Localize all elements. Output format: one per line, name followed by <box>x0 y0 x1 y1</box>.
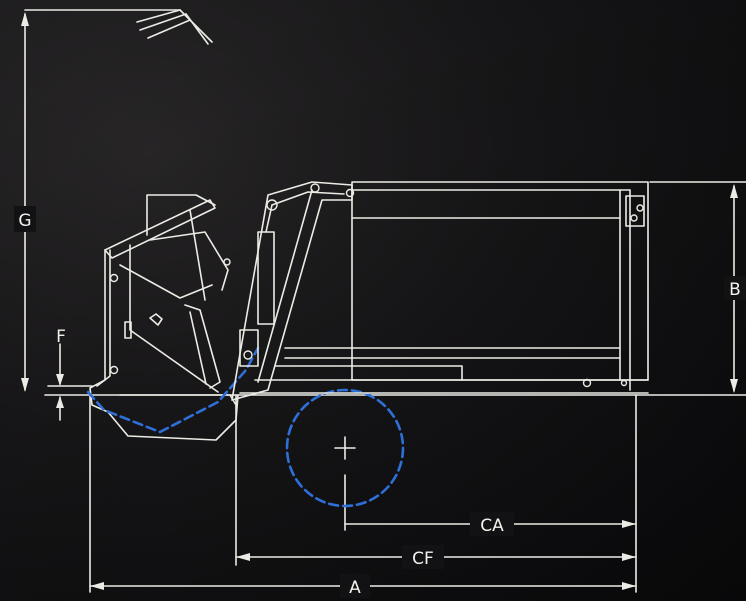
dimension-ca-arrow-right <box>622 520 636 528</box>
dimension-g-label: G <box>18 211 31 231</box>
dimension-g: G <box>14 9 181 392</box>
dimension-b-arrow-top <box>730 184 738 198</box>
packer-link <box>189 209 206 301</box>
packer-cylinder-rod <box>189 311 207 385</box>
tailgate-raised-line-2 <box>139 13 187 31</box>
ejector-mechanism <box>231 181 355 401</box>
dimension-a-label-bg <box>340 574 370 598</box>
rear-wheel <box>285 388 405 508</box>
tailgate-raised-outline <box>136 9 213 45</box>
body-container <box>239 181 649 394</box>
dimension-f-label: F <box>56 327 66 347</box>
ejector-pivot-top <box>266 199 278 211</box>
ejector-pivot-right <box>345 188 355 198</box>
dimension-a-arrow-right <box>622 582 636 590</box>
dimension-b-label: B <box>729 280 741 300</box>
dimension-a-label: A <box>349 578 361 598</box>
front-latch-bracket <box>625 195 645 227</box>
tailgate-bolt-1 <box>109 273 119 283</box>
dimension-b: B <box>649 181 746 393</box>
dimension-g-arrow-top <box>21 12 29 26</box>
hopper-floor <box>119 394 237 406</box>
dimension-cf-label-bg <box>402 545 444 569</box>
dimension-ca-label: CA <box>480 516 504 536</box>
dimension-f-arrow-up <box>56 396 64 408</box>
packer-top-arm <box>104 199 216 259</box>
dimension-g-arrow-bottom <box>21 378 29 392</box>
dimension-f: F <box>47 327 93 421</box>
front-latch-bolt-2 <box>630 214 638 222</box>
dimension-a-arrow-left <box>90 582 104 590</box>
ejector-base-bracket <box>239 329 259 367</box>
tailgate-raised-line-1 <box>136 9 181 23</box>
tailgate-raised-line-4 <box>179 9 213 43</box>
dimension-g-label-bg <box>14 206 36 232</box>
packer-panel-upper <box>149 231 229 291</box>
dimension-b-label-bg <box>724 276 746 300</box>
dimension-f-arrow-down <box>56 374 64 386</box>
tailgate-rear-shell-inner <box>96 249 111 387</box>
packer-blade-top <box>119 264 213 299</box>
dimension-cf-arrow-left <box>236 553 250 561</box>
rear-wheel-outline <box>285 388 405 508</box>
packer-bracket <box>149 313 163 326</box>
ejector-column-inner <box>257 189 313 383</box>
packer-blade-sweep <box>129 244 219 393</box>
dimension-a: A <box>89 574 637 598</box>
tailgate-raised-line-5 <box>185 13 209 45</box>
dimension-b-arrow-bottom <box>730 379 738 393</box>
ejector-base-pivot <box>243 350 253 360</box>
tailgate-hinge-block <box>124 321 132 339</box>
dimension-ca: CA <box>344 512 637 536</box>
dimension-ca-label-bg <box>470 512 514 536</box>
ejector-column-top-rail <box>271 191 345 206</box>
tailgate-raised-line-3 <box>147 19 191 39</box>
body-sill <box>274 365 463 381</box>
tailgate-top-cap <box>146 194 216 236</box>
dimension-cf: CF <box>235 545 637 569</box>
body-mount-bolt-front <box>620 379 628 387</box>
packer-cylinder <box>184 304 221 389</box>
tailgate-bolt-3 <box>223 258 231 266</box>
front-latch-bolt-1 <box>636 204 644 212</box>
dimension-cf-label: CF <box>412 549 434 569</box>
body-mount-bolt <box>582 378 592 388</box>
dimension-cf-arrow-right <box>622 553 636 561</box>
ejector-column-outline <box>231 181 353 401</box>
tailgate-bolt-2 <box>109 365 119 375</box>
ejector-pivot-upper <box>310 183 320 193</box>
